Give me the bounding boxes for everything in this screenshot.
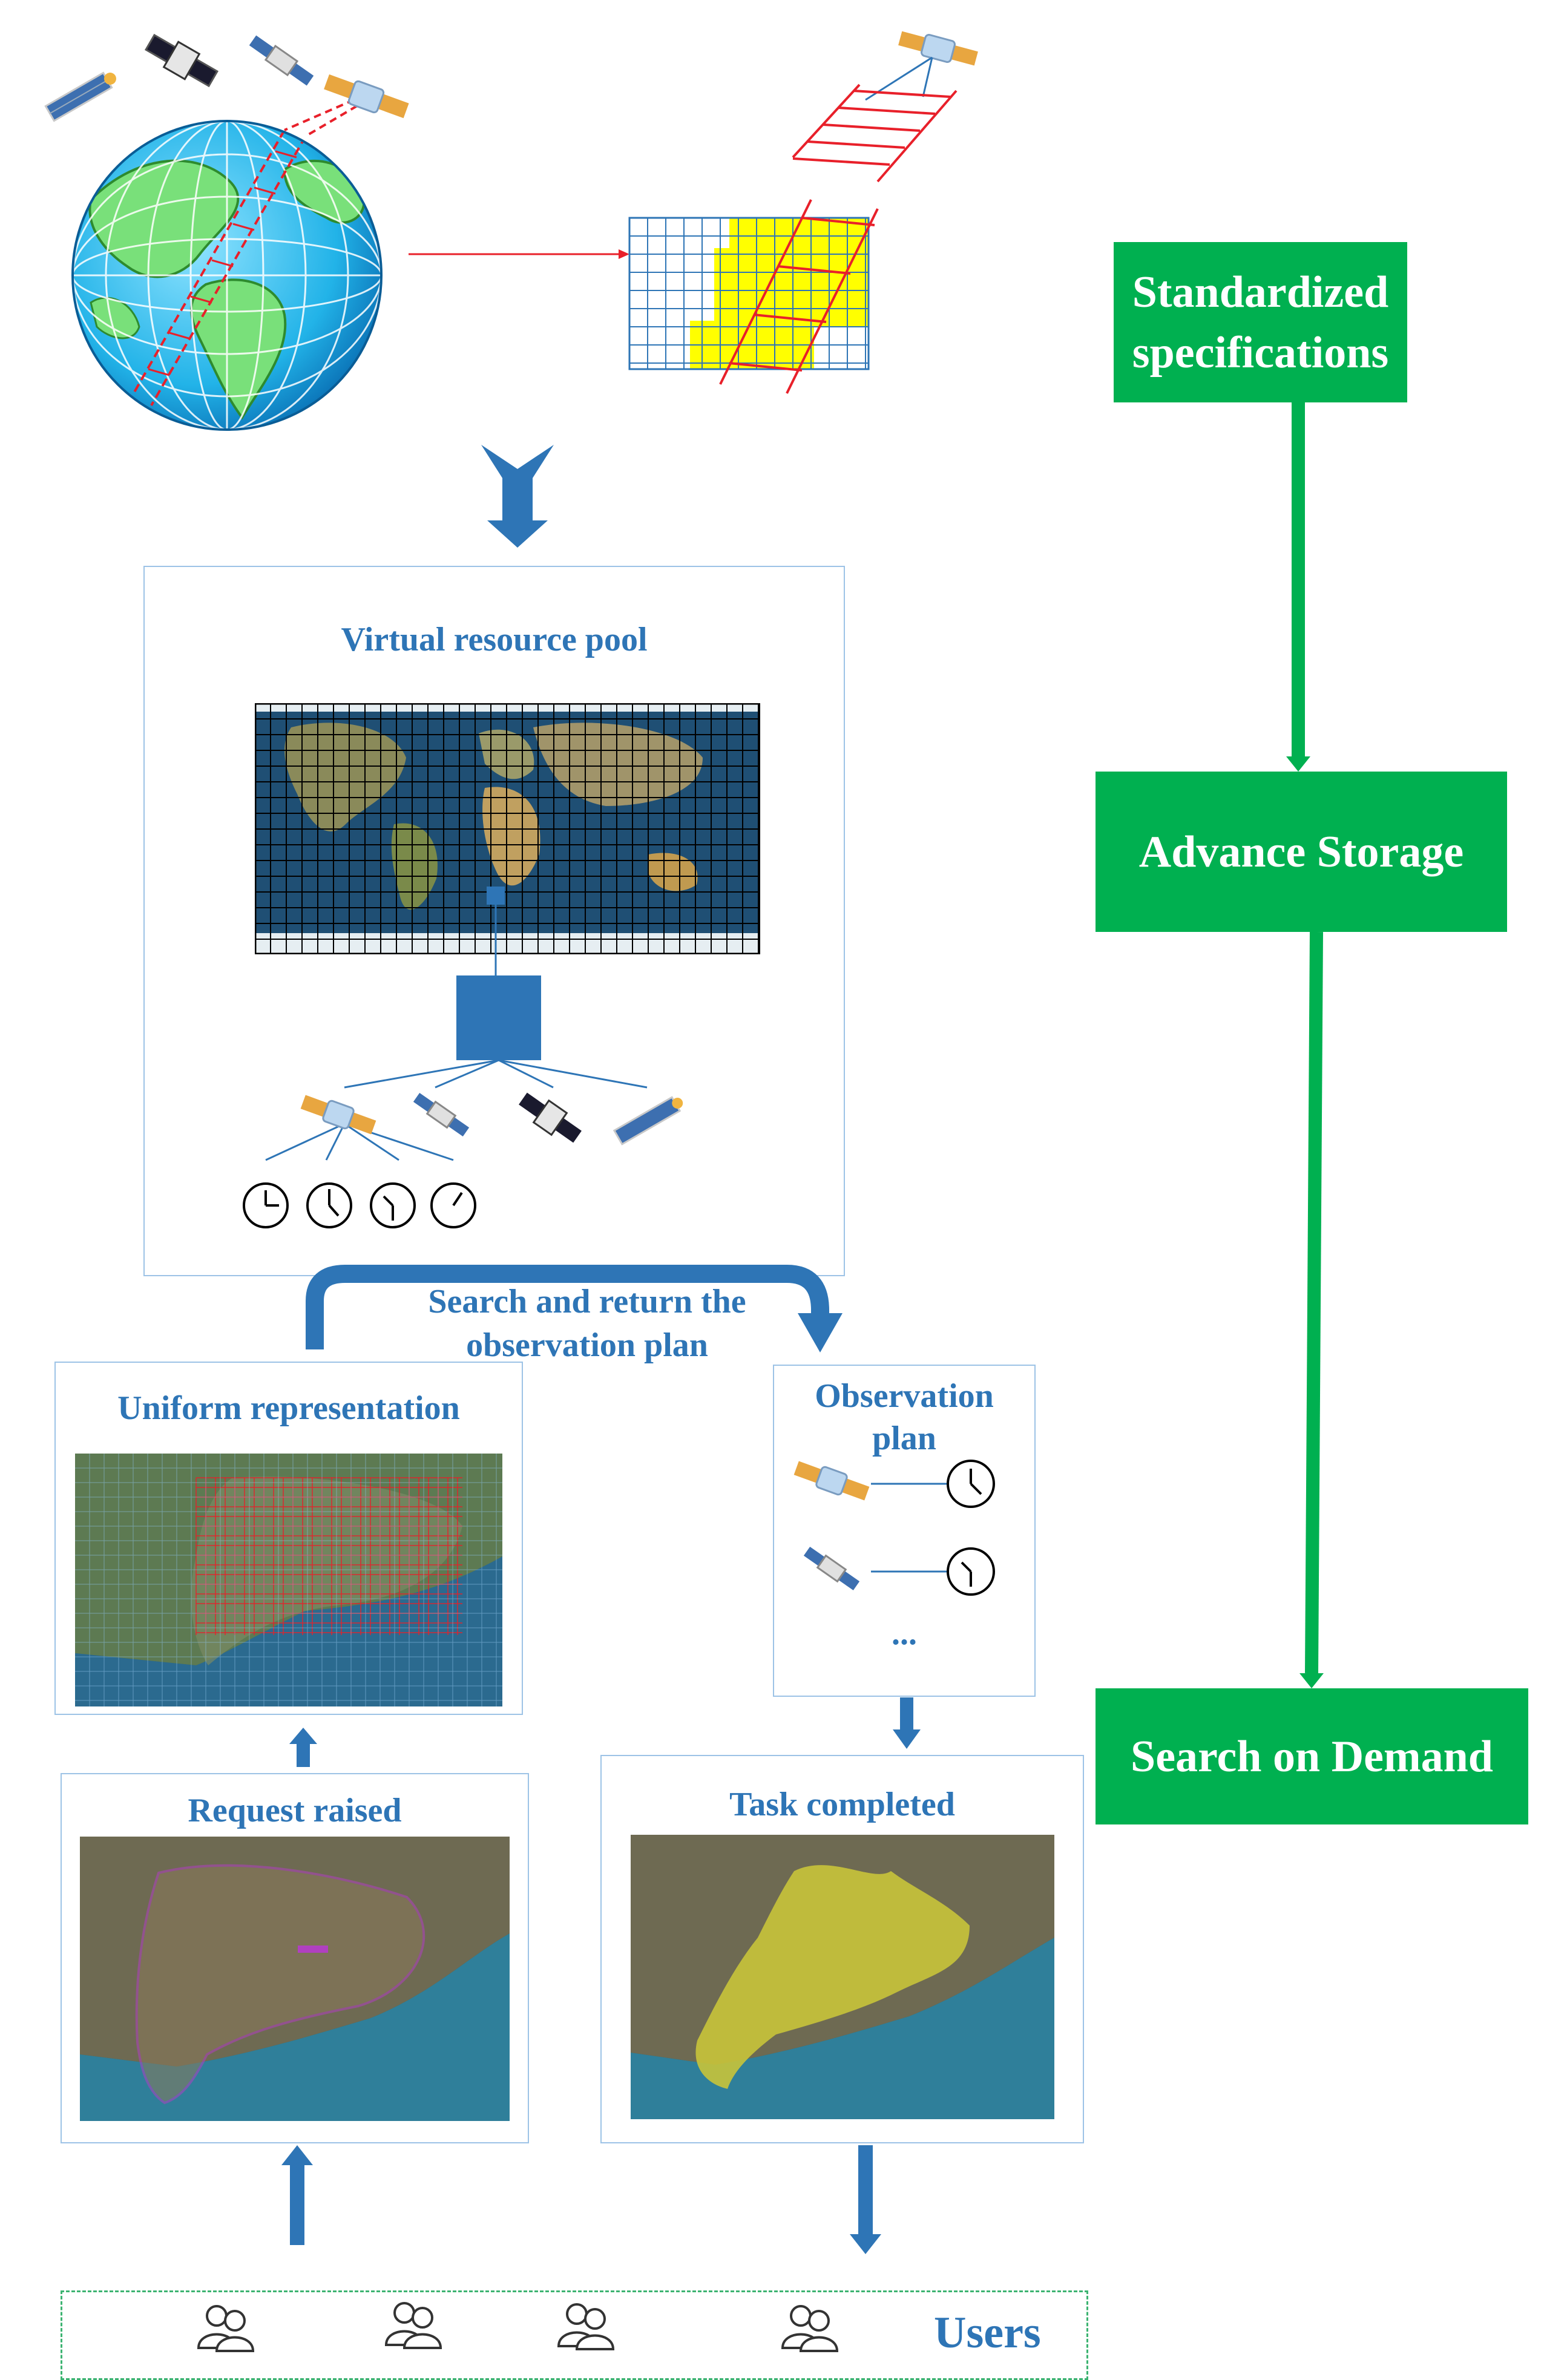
standardized-label: Standardized specifications (1132, 267, 1389, 378)
search-return-label: Search and return the observation plan (428, 1283, 746, 1364)
panel-title: Request raised (188, 1792, 402, 1829)
advance-storage-box: Advance Storage (1096, 772, 1507, 932)
virtual-resource-pool-panel: Virtual resource pool (143, 566, 845, 1276)
panel-title: Observation plan (815, 1377, 994, 1457)
standardized-specifications-box: Standardized specifications (1114, 242, 1407, 402)
uniform-grid-map-image (75, 1454, 502, 1706)
world-map-image (255, 703, 760, 954)
plan-items (793, 1460, 995, 1596)
search-on-demand-label: Search on Demand (1131, 1731, 1493, 1782)
task-completed-panel: Task completed (600, 1755, 1084, 2143)
more-items: ... (892, 1615, 917, 1652)
users-label: Users (934, 2308, 1041, 2358)
request-region-map-image (80, 1837, 510, 2121)
satellite-icon-1 (44, 71, 116, 122)
uniform-representation-panel: Uniform representation (54, 1362, 523, 1715)
request-raised-panel: Request raised (61, 1773, 529, 2143)
resource-node (456, 975, 541, 1060)
satellite-icon-3 (249, 35, 314, 86)
users-bar: Users (61, 2290, 1088, 2380)
satellite-icon-5 (898, 31, 978, 66)
advance-storage-label: Advance Storage (1138, 827, 1464, 877)
observation-plan-panel: Observation plan ... (773, 1365, 1036, 1697)
satellite-icon-4 (324, 74, 409, 119)
search-on-demand-box: Search on Demand (1096, 1688, 1528, 1824)
grid-coverage (628, 199, 879, 394)
pool-tree (243, 887, 683, 1228)
panel-title: Task completed (729, 1786, 955, 1823)
panel-title: Uniform representation (117, 1389, 460, 1427)
panel-title: Virtual resource pool (341, 621, 648, 658)
globe-icon (71, 120, 383, 431)
satellite-icon-2 (144, 33, 219, 88)
top-illustration (44, 31, 978, 431)
task-result-map-image (631, 1835, 1054, 2119)
